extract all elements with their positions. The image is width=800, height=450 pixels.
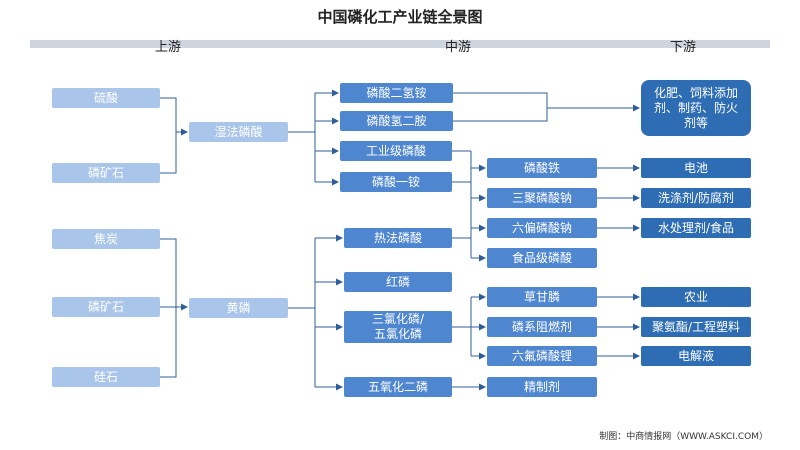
node-iron-phosphate: 磷酸铁 xyxy=(487,158,597,178)
node-fertilizer-etc: 化肥、饲料添加 剂、制药、防火 剂等 xyxy=(641,80,751,136)
node-map: 磷酸氢二胺 xyxy=(340,111,453,131)
node-industrial-phosphoric-acid: 工业级磷酸 xyxy=(340,141,452,161)
node-phosphorus-chlorides: 三氯化磷/ 五氯化磷 xyxy=(344,311,452,343)
node-food-phosphoric-acid: 食品级磷酸 xyxy=(487,248,597,268)
node-coke: 焦炭 xyxy=(52,229,160,249)
node-electrolyte: 电解液 xyxy=(641,346,751,366)
node-shmp: 六偏磷酸钠 xyxy=(487,218,597,238)
node-refining-agent: 精制剂 xyxy=(487,377,597,397)
node-silica: 硅石 xyxy=(52,367,160,387)
stage-upstream-label: 上游 xyxy=(154,40,182,55)
node-yellow-phosphorus: 黄磷 xyxy=(189,298,288,318)
node-phosphate-rock-2: 磷矿石 xyxy=(52,297,160,317)
diagram-title: 中国磷化工产业链全景图 xyxy=(317,8,483,26)
node-stpp: 三聚磷酸钠 xyxy=(487,188,597,208)
node-phosphate-rock-1: 磷矿石 xyxy=(52,163,160,183)
node-glyphosate: 草甘膦 xyxy=(487,287,597,307)
node-plastics: 聚氨酯/工程塑料 xyxy=(641,317,751,337)
node-sulfuric-acid: 硫酸 xyxy=(52,88,160,108)
source-footer: 制图：中商情报网（WWW.ASKCI.COM） xyxy=(599,432,768,442)
node-wet-phosphoric-acid: 湿法磷酸 xyxy=(189,122,288,142)
node-detergent: 洗涤剂/防腐剂 xyxy=(641,188,751,208)
node-battery: 电池 xyxy=(641,158,751,178)
node-red-phosphorus: 红磷 xyxy=(344,272,452,292)
stage-downstream-label: 下游 xyxy=(669,40,697,55)
stage-midstream-label: 中游 xyxy=(444,40,472,55)
stage-bar xyxy=(30,40,770,48)
node-monoammonium-phosphate: 磷酸一铵 xyxy=(340,172,452,192)
node-dap: 磷酸二氢铵 xyxy=(340,83,453,103)
node-flame-retardant: 磷系阻燃剂 xyxy=(487,317,597,337)
node-thermal-phosphoric-acid: 热法磷酸 xyxy=(344,228,452,248)
node-lipf6: 六氟磷酸锂 xyxy=(487,346,597,366)
node-phosphorus-pentoxide: 五氧化二磷 xyxy=(344,377,452,397)
node-agriculture: 农业 xyxy=(641,287,751,307)
node-water-treatment-food: 水处理剂/食品 xyxy=(641,218,751,238)
